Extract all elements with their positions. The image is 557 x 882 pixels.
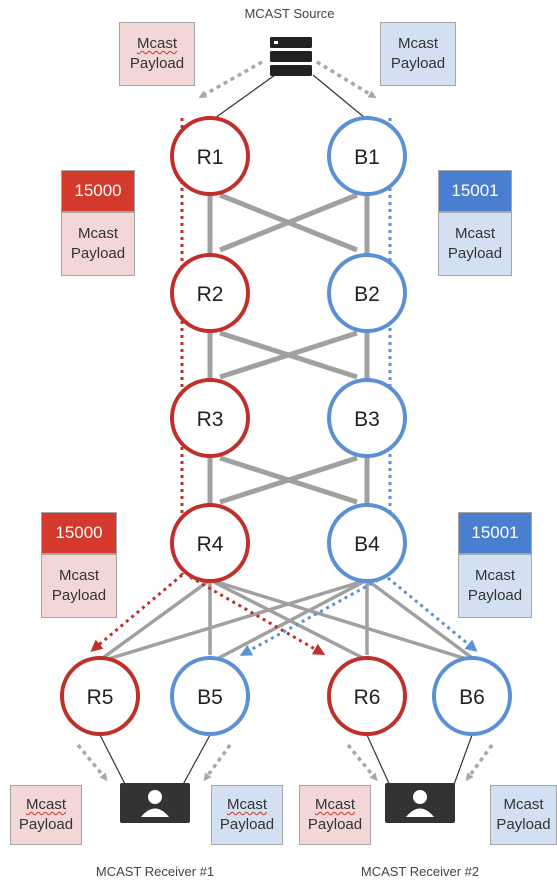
source-links: [214, 74, 366, 119]
payload-line2: Payload: [496, 816, 551, 833]
payload-receiver1-blue: Mcast Payload: [211, 785, 283, 845]
user-icon: [385, 783, 455, 823]
router-b2: [327, 253, 407, 333]
payload-line2: Payload: [467, 587, 523, 604]
router-b4: [327, 503, 407, 583]
payload-line2: Payload: [70, 245, 126, 262]
payload-line2: Payload: [219, 816, 275, 833]
payload-line2: Payload: [447, 245, 503, 262]
arrow-r5-to-receiver1: [76, 743, 108, 782]
red-plane-path: [90, 118, 326, 655]
payload-line1: Mcast: [58, 567, 99, 584]
payload-labeled-blue: Mcast Payload: [458, 554, 532, 618]
router-r4-label: R4: [197, 533, 224, 556]
payload-source-blue: Mcast Payload: [380, 22, 456, 86]
blue-plane-path: [239, 118, 478, 656]
label-badge-blue: 15001: [458, 512, 532, 554]
payload-labeled-red: Mcast Payload: [41, 554, 117, 618]
payload-line1: Mcast: [25, 796, 66, 813]
arrow-b6-to-receiver2: [465, 743, 494, 782]
payload-line1: Mcast: [397, 35, 438, 52]
payload-source-red: Mcast Payload: [119, 22, 195, 86]
payload-line1: Mcast: [226, 796, 267, 813]
router-r1-label: R1: [197, 146, 224, 169]
payload-line1: Mcast: [77, 225, 118, 242]
router-b3: [327, 378, 407, 458]
label-badge-red: 15000: [41, 512, 117, 554]
receiver-1-caption: MCAST Receiver #1: [95, 864, 215, 879]
user-icon: [120, 783, 190, 823]
router-b6: [432, 656, 512, 736]
arrow-source-to-r1: [198, 60, 263, 98]
router-r2-label: R2: [197, 283, 224, 306]
arrow-b5-to-receiver1: [203, 743, 232, 782]
router-r5: [60, 656, 140, 736]
router-b4-label: B4: [354, 533, 380, 556]
fabric-links: [207, 190, 370, 505]
payload-line2: Payload: [390, 55, 446, 72]
router-r6-label: R6: [354, 686, 381, 709]
router-b2-label: B2: [354, 283, 380, 306]
label-badge-red: 15000: [61, 170, 135, 212]
payload-line2: Payload: [51, 587, 107, 604]
router-r4: [170, 503, 250, 583]
payload-receiver2-blue: Mcast Payload: [490, 785, 557, 845]
router-b1: [327, 116, 407, 196]
router-b6-label: B6: [459, 686, 485, 709]
payload-line1: Mcast: [474, 567, 515, 584]
link-b1-r2: [219, 192, 358, 253]
link-b4-r5: [104, 578, 368, 662]
payload-line1: Mcast: [136, 35, 177, 52]
source-caption: MCAST Source: [244, 6, 335, 21]
payload-receiver2-red: Mcast Payload: [299, 785, 371, 845]
payload-line1: Mcast: [503, 796, 544, 813]
payload-arrows: [76, 60, 494, 782]
payload-labeled-red: Mcast Payload: [61, 212, 135, 276]
link-b2-r3: [219, 330, 358, 380]
payload-receiver1-red: Mcast Payload: [10, 785, 82, 845]
router-b3-label: B3: [354, 408, 380, 431]
router-r3: [170, 378, 250, 458]
payload-line1: Mcast: [454, 225, 495, 242]
payload-line2: Payload: [129, 55, 185, 72]
red-path-to-r5: [90, 573, 183, 652]
link-b3-r4: [219, 455, 358, 505]
router-r3-label: R3: [197, 408, 224, 431]
link-r4-r5: [98, 578, 212, 662]
router-r2: [170, 253, 250, 333]
leaf-links: [98, 578, 477, 662]
receiver-links: [99, 734, 473, 791]
payload-line1: Mcast: [314, 796, 355, 813]
payload-labeled-blue: Mcast Payload: [438, 212, 512, 276]
link-r6-receiver2: [366, 734, 393, 791]
blue-path-to-b5: [239, 578, 379, 656]
receiver-2-caption: MCAST Receiver #2: [360, 864, 480, 879]
blue-path-to-b6: [387, 576, 478, 652]
link-r5-receiver1: [99, 734, 129, 791]
link-b5-receiver1: [179, 734, 211, 791]
router-r5-label: R5: [87, 686, 114, 709]
link-b6-receiver2: [451, 734, 473, 791]
server-icon: [270, 37, 312, 76]
router-b5-label: B5: [197, 686, 223, 709]
router-r6: [327, 656, 407, 736]
link-source-r1: [214, 74, 276, 119]
link-source-b1: [312, 74, 366, 119]
arrow-r6-to-receiver2: [346, 743, 378, 782]
arrow-source-to-b1: [316, 60, 377, 99]
router-b5: [170, 656, 250, 736]
payload-line2: Payload: [307, 816, 363, 833]
router-b1-label: B1: [354, 146, 380, 169]
label-badge-blue: 15001: [438, 170, 512, 212]
link-b4-b6: [365, 578, 477, 662]
link-r4-b6: [209, 578, 471, 662]
router-r1: [170, 116, 250, 196]
payload-line2: Payload: [18, 816, 74, 833]
